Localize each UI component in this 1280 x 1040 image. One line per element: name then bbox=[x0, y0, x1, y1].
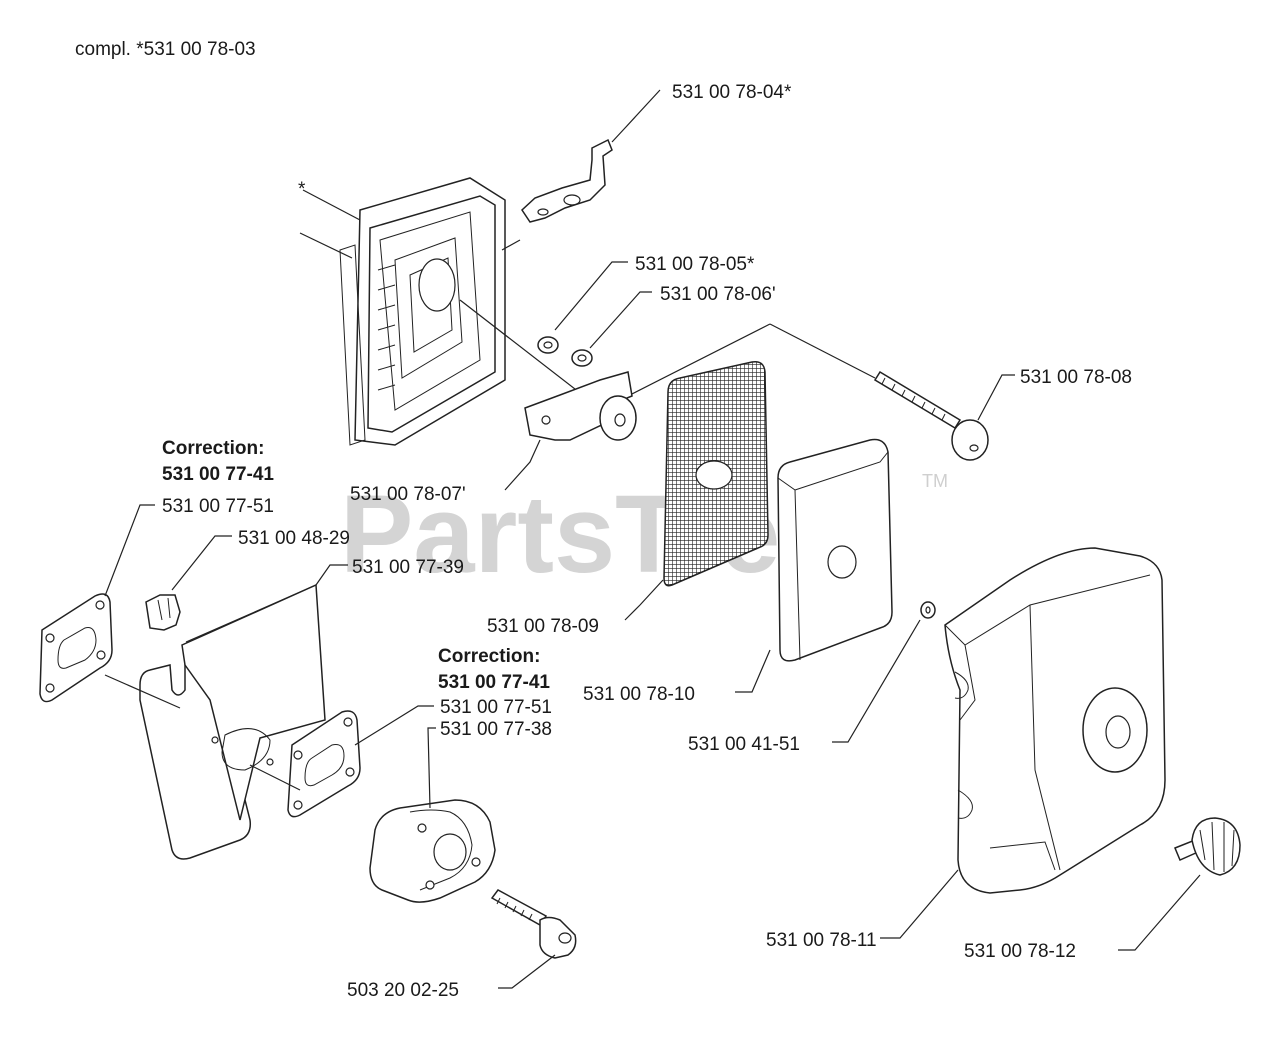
label-531-00-41-51: 531 00 41-51 bbox=[688, 734, 800, 755]
part-531-00-78-08[interactable] bbox=[873, 370, 989, 461]
correction-2-part: 531 00 77-41 bbox=[438, 672, 550, 693]
part-531-00-78-11[interactable] bbox=[944, 547, 1166, 894]
label-531-00-78-11: 531 00 78-11 bbox=[766, 930, 877, 951]
filter-housing[interactable] bbox=[339, 177, 506, 446]
label-531-00-78-05: 531 00 78-05* bbox=[635, 254, 755, 275]
part-531-00-77-51-left[interactable] bbox=[39, 593, 113, 703]
label-531-00-78-09: 531 00 78-09 bbox=[487, 616, 599, 637]
label-531-00-48-29: 531 00 48-29 bbox=[238, 528, 350, 549]
part-531-00-77-51-right[interactable] bbox=[287, 710, 361, 818]
label-531-00-78-10: 531 00 78-10 bbox=[583, 684, 695, 705]
label-531-00-78-06: 531 00 78-06' bbox=[660, 284, 776, 305]
part-531-00-78-12[interactable] bbox=[1174, 817, 1241, 876]
part-531-00-48-29[interactable] bbox=[145, 594, 181, 631]
correction-2-title: Correction: bbox=[438, 646, 540, 667]
part-531-00-78-07[interactable] bbox=[524, 371, 637, 441]
part-531-00-78-04[interactable] bbox=[521, 138, 613, 223]
label-531-00-77-39: 531 00 77-39 bbox=[352, 557, 464, 578]
label-531-00-78-08: 531 00 78-08 bbox=[1020, 367, 1132, 388]
part-503-20-02-25[interactable] bbox=[490, 889, 577, 959]
part-531-00-41-51[interactable] bbox=[920, 601, 936, 619]
label-531-00-78-04: 531 00 78-04* bbox=[672, 82, 792, 103]
part-531-00-77-39[interactable] bbox=[139, 583, 326, 860]
label-531-00-77-51-a: 531 00 77-51 bbox=[162, 496, 274, 517]
label-531-00-78-12: 531 00 78-12 bbox=[964, 941, 1076, 962]
label-503-20-02-25: 503 20 02-25 bbox=[347, 980, 459, 1001]
correction-1-title: Correction: bbox=[162, 438, 264, 459]
watermark-tm: TM bbox=[922, 471, 948, 491]
part-531-00-78-09[interactable] bbox=[663, 360, 769, 587]
part-531-00-78-10[interactable] bbox=[777, 438, 893, 662]
label-star: * bbox=[298, 179, 306, 200]
label-531-00-78-07: 531 00 78-07' bbox=[350, 484, 466, 505]
label-531-00-77-51-b: 531 00 77-51 bbox=[440, 697, 552, 718]
correction-1-part: 531 00 77-41 bbox=[162, 464, 274, 485]
part-531-00-77-38[interactable] bbox=[369, 799, 496, 903]
label-531-00-77-38: 531 00 77-38 bbox=[440, 719, 552, 740]
assembly-title: compl. *531 00 78-03 bbox=[75, 39, 256, 60]
